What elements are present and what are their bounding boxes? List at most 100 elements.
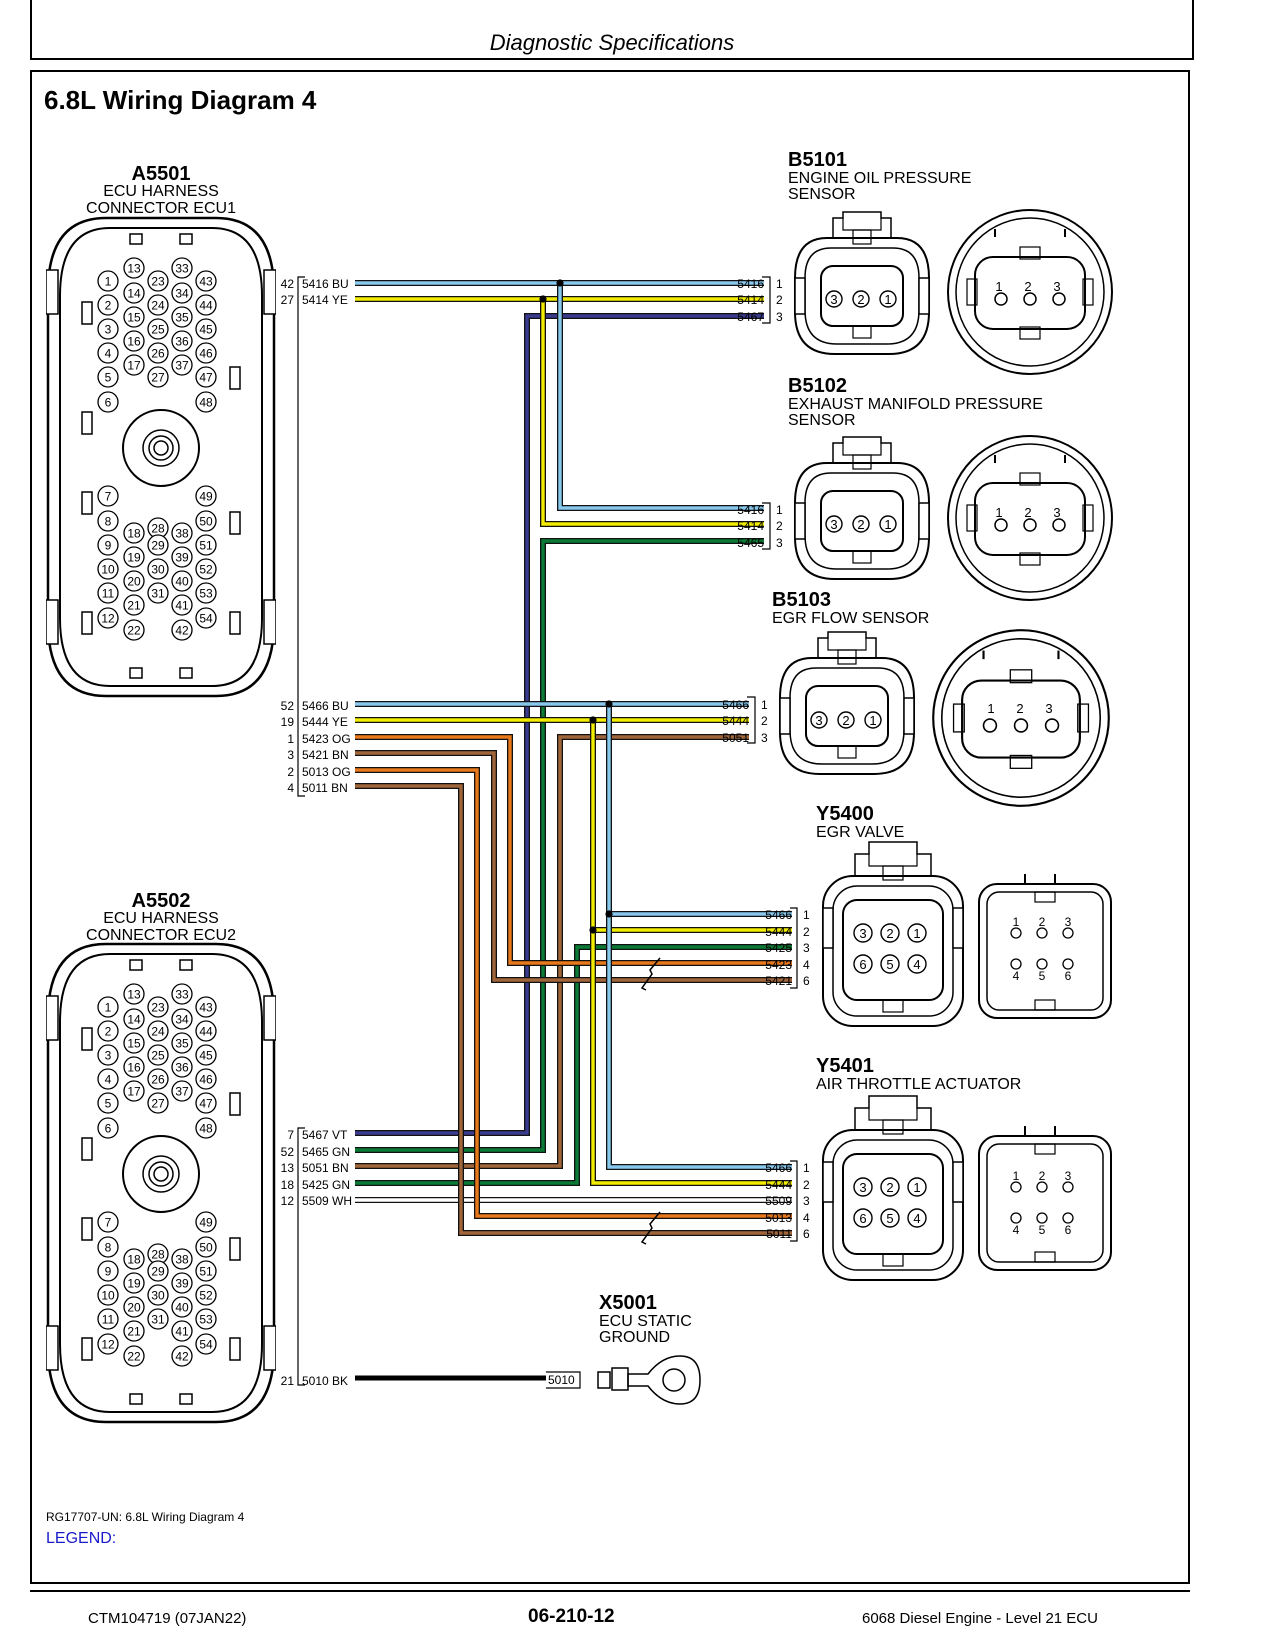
- a5501-title: A5501 ECU HARNESS CONNECTOR ECU1: [86, 163, 236, 217]
- ecu-pin: 48: [195, 1117, 217, 1139]
- svg-text:1: 1: [913, 926, 920, 941]
- ecu-pin: 13: [123, 983, 145, 1005]
- svg-text:ENGINE OIL PRESSURE: ENGINE OIL PRESSURE: [788, 170, 971, 187]
- ecu-pin: 38: [171, 1248, 193, 1270]
- svg-text:16: 16: [127, 335, 141, 349]
- ecu-pin: 31: [147, 1308, 169, 1330]
- svg-text:50: 50: [199, 1241, 213, 1255]
- svg-text:46: 46: [199, 1073, 213, 1087]
- svg-text:6: 6: [803, 974, 810, 988]
- wire: [540, 299, 764, 527]
- svg-text:5: 5: [105, 1097, 112, 1111]
- svg-text:54: 54: [199, 1338, 213, 1352]
- diagram-frame: [30, 70, 1190, 1584]
- svg-text:22: 22: [127, 624, 141, 638]
- svg-text:27: 27: [151, 1097, 165, 1111]
- svg-text:Y5400: Y5400: [816, 803, 874, 825]
- svg-text:3: 3: [859, 926, 866, 941]
- svg-text:5013: 5013: [765, 1211, 792, 1225]
- ecu-pin: 21: [123, 1320, 145, 1342]
- svg-text:4: 4: [1013, 969, 1020, 983]
- svg-text:5421: 5421: [765, 974, 792, 988]
- b5103-title: B5103 EGR FLOW SENSOR: [772, 589, 929, 627]
- svg-text:8: 8: [105, 515, 112, 529]
- ecu-pin: 52: [195, 558, 217, 580]
- svg-text:2: 2: [803, 925, 810, 939]
- page-title: 6.8L Wiring Diagram 4: [44, 85, 317, 115]
- svg-text:3: 3: [830, 292, 837, 307]
- svg-text:3: 3: [1053, 505, 1060, 520]
- footer-rule: [30, 1590, 1190, 1592]
- ecu-pin: 49: [195, 1211, 217, 1233]
- svg-text:5416 BU: 5416 BU: [302, 277, 349, 291]
- ecu-pin: 41: [171, 594, 193, 616]
- b5101-connector: [794, 209, 1113, 375]
- svg-text:5444: 5444: [722, 714, 749, 728]
- svg-text:1: 1: [869, 713, 876, 728]
- footer-doc-id: CTM104719 (07JAN22): [88, 1610, 247, 1627]
- svg-text:6: 6: [859, 1211, 866, 1226]
- ecu-pin: 51: [195, 1260, 217, 1282]
- ecu-pin: 19: [123, 1272, 145, 1294]
- wire: [557, 283, 764, 511]
- svg-text:53: 53: [199, 587, 213, 601]
- ecu-pin: 27: [147, 1092, 169, 1114]
- ecu-pin: 28: [147, 1243, 169, 1265]
- ecu-pin: 42: [171, 619, 193, 641]
- svg-text:5444: 5444: [765, 1178, 792, 1192]
- svg-text:3: 3: [105, 1049, 112, 1063]
- svg-text:7: 7: [287, 1128, 294, 1142]
- svg-text:CONNECTOR ECU1: CONNECTOR ECU1: [86, 200, 236, 217]
- svg-text:3: 3: [859, 1180, 866, 1195]
- ecu-pin: 14: [123, 1008, 145, 1030]
- ecu-pin: 43: [195, 270, 217, 292]
- ecu-pin: 52: [195, 1284, 217, 1306]
- twisted-pair-marks: [640, 957, 661, 1245]
- svg-text:48: 48: [199, 1122, 213, 1136]
- ecu-pin: 5: [97, 1092, 119, 1114]
- ecu-pin: 19: [123, 546, 145, 568]
- svg-text:33: 33: [175, 988, 189, 1002]
- ecu-pin: 35: [171, 306, 193, 328]
- b5103-pins: 3 2 1 1 2 3: [810, 701, 1053, 729]
- svg-text:51: 51: [199, 1265, 213, 1279]
- svg-text:15: 15: [127, 1037, 141, 1051]
- svg-text:43: 43: [199, 275, 213, 289]
- page-header: Diagnostic Specifications: [30, 0, 1194, 60]
- ecu-pin: 29: [147, 1260, 169, 1282]
- splice-dot: [605, 700, 613, 708]
- svg-text:EXHAUST MANIFOLD PRESSURE: EXHAUST MANIFOLD PRESSURE: [788, 396, 1043, 413]
- svg-text:CONNECTOR ECU2: CONNECTOR ECU2: [86, 927, 236, 944]
- svg-text:50: 50: [199, 515, 213, 529]
- svg-text:48: 48: [199, 396, 213, 410]
- svg-text:18: 18: [127, 527, 141, 541]
- svg-text:16: 16: [127, 1061, 141, 1075]
- harness-brackets: [297, 276, 798, 1386]
- svg-text:2: 2: [105, 299, 112, 313]
- svg-text:25: 25: [151, 323, 165, 337]
- ecu-pin: 2: [97, 294, 119, 316]
- svg-text:2: 2: [761, 714, 768, 728]
- svg-text:39: 39: [175, 551, 189, 565]
- wire: [355, 313, 764, 1136]
- ecu-pin: 37: [171, 354, 193, 376]
- ecu-pin: 40: [171, 570, 193, 592]
- svg-text:42: 42: [175, 624, 189, 638]
- svg-text:12: 12: [101, 612, 115, 626]
- ecu-pin: 15: [123, 1032, 145, 1054]
- ecu-pin: 28: [147, 517, 169, 539]
- svg-text:4: 4: [913, 957, 920, 972]
- svg-text:51: 51: [199, 539, 213, 553]
- header-title: Diagnostic Specifications: [489, 30, 735, 55]
- wire: [590, 720, 792, 933]
- svg-text:3: 3: [803, 1194, 810, 1208]
- svg-text:35: 35: [175, 311, 189, 325]
- wire: [590, 930, 792, 1186]
- svg-text:5414: 5414: [737, 293, 764, 307]
- ecu-pin: 25: [147, 318, 169, 340]
- splice-dot: [556, 279, 564, 287]
- ecu-pin: 15: [123, 306, 145, 328]
- x5001-title: X5001 ECU STATIC GROUND: [599, 1292, 692, 1346]
- svg-text:1: 1: [776, 503, 783, 517]
